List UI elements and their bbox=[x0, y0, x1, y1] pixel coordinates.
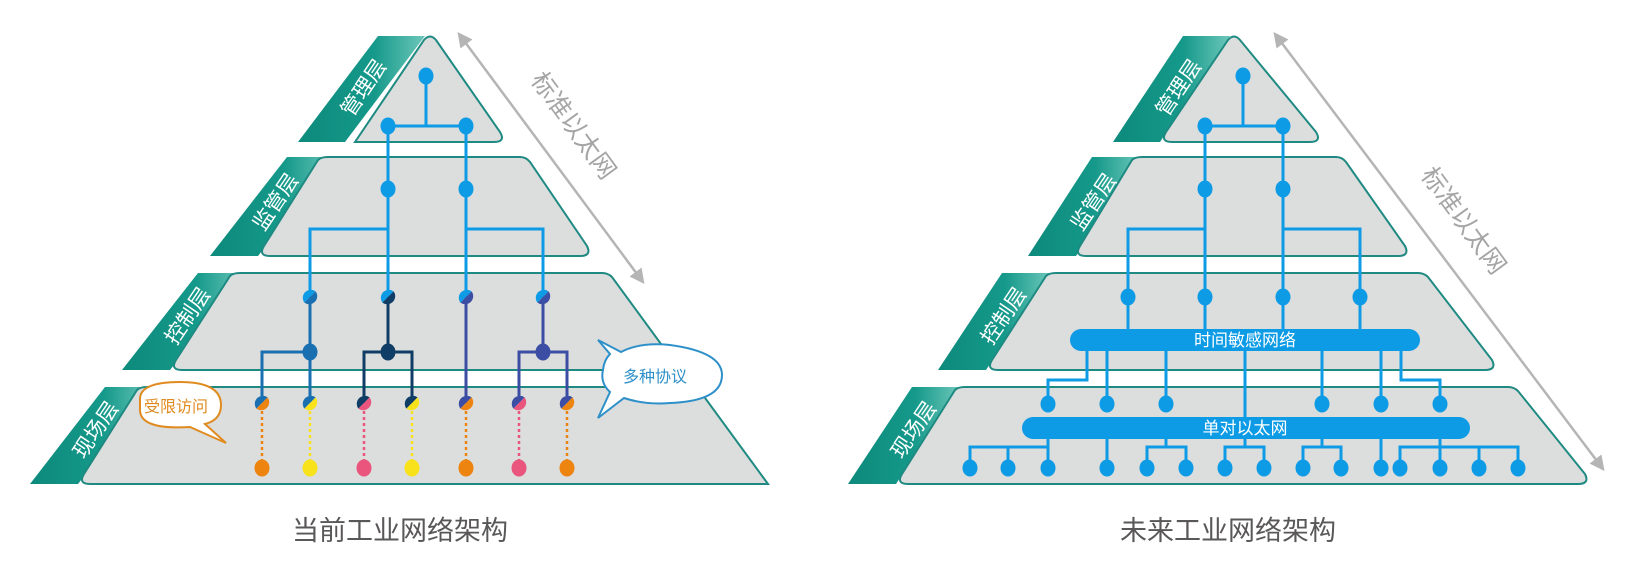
control-gateway-node bbox=[380, 289, 396, 305]
bubble-protocols-text: 多种协议 bbox=[623, 367, 687, 386]
bubble-restricted-text: 受限访问 bbox=[144, 397, 208, 416]
supervisory-node bbox=[458, 180, 474, 198]
end-device-node bbox=[1392, 459, 1408, 477]
end-device-node bbox=[962, 459, 978, 477]
future-architecture-diagram: 管理层 监管层 控制层 现场层 时间敏感网络 bbox=[848, 32, 1605, 547]
control-gateway-node bbox=[302, 289, 318, 305]
end-device-node bbox=[1217, 459, 1233, 477]
field-device-node bbox=[458, 459, 474, 477]
control-node bbox=[535, 343, 551, 361]
tab-management bbox=[298, 36, 425, 142]
management-node bbox=[458, 117, 474, 135]
end-device-node bbox=[1178, 459, 1194, 477]
end-device-node bbox=[1373, 459, 1389, 477]
field-device-node bbox=[404, 459, 420, 477]
control-node bbox=[380, 343, 396, 361]
management-node bbox=[1235, 67, 1251, 85]
bubble-restricted-access: 受限访问 bbox=[139, 380, 227, 444]
supervisory-node bbox=[1275, 180, 1291, 198]
management-node bbox=[1275, 117, 1291, 135]
ethernet-label: 标准以太网 bbox=[1415, 161, 1512, 279]
tab-field bbox=[30, 387, 153, 484]
control-node bbox=[1120, 288, 1136, 306]
layer-control bbox=[173, 272, 682, 371]
control-node bbox=[1275, 288, 1291, 306]
control-node bbox=[302, 343, 318, 361]
end-device-node bbox=[1510, 459, 1526, 477]
field-switch-node bbox=[1432, 395, 1448, 413]
field-protocol-node bbox=[404, 395, 420, 411]
tab-control bbox=[938, 273, 1050, 370]
field-device-node bbox=[511, 459, 527, 477]
single-pair-ethernet-bar: 单对以太网 bbox=[1022, 417, 1470, 439]
field-switch-node bbox=[1314, 395, 1330, 413]
supervisory-node bbox=[1197, 180, 1213, 198]
ethernet-scope-arrow bbox=[1273, 32, 1605, 471]
spe-bar-label: 单对以太网 bbox=[1203, 419, 1288, 439]
end-device-node bbox=[1295, 459, 1311, 477]
field-device-node bbox=[356, 459, 372, 477]
tab-supervisory bbox=[1028, 157, 1140, 256]
end-device-node bbox=[1040, 459, 1056, 477]
management-node bbox=[418, 67, 434, 85]
field-protocol-node bbox=[559, 395, 575, 411]
bubble-multiple-protocols: 多种协议 bbox=[597, 339, 724, 419]
end-device-node bbox=[1471, 459, 1487, 477]
field-device-node bbox=[254, 459, 270, 477]
field-switch-node bbox=[1099, 395, 1115, 413]
layer-tabs bbox=[30, 36, 425, 484]
end-device-node bbox=[1256, 459, 1272, 477]
field-switch-node bbox=[1158, 395, 1174, 413]
field-protocol-node bbox=[254, 395, 270, 411]
field-switch-node bbox=[1040, 395, 1056, 413]
end-device-node bbox=[1333, 459, 1349, 477]
layer-control bbox=[989, 272, 1495, 371]
control-gateway-node bbox=[535, 289, 551, 305]
current-architecture-diagram: 管理层 监管层 控制层 现场层 受限访问 多种协议 bbox=[30, 31, 770, 547]
control-gateway-node bbox=[458, 289, 474, 305]
field-switch-node bbox=[1373, 395, 1389, 413]
field-protocol-node bbox=[302, 395, 318, 411]
ethernet-scope-arrow bbox=[457, 31, 645, 285]
caption-current: 当前工业网络架构 bbox=[292, 516, 508, 547]
ethernet-label: 标准以太网 bbox=[525, 66, 622, 184]
field-device-node bbox=[559, 459, 575, 477]
management-node bbox=[380, 117, 396, 135]
layer-tabs bbox=[848, 36, 1230, 484]
control-node bbox=[1352, 288, 1368, 306]
end-device-node bbox=[1000, 459, 1016, 477]
supervisory-node bbox=[380, 180, 396, 198]
management-node bbox=[1197, 117, 1213, 135]
tab-field bbox=[848, 387, 960, 484]
tab-management bbox=[1113, 36, 1230, 142]
end-device-node bbox=[1099, 459, 1115, 477]
caption-future: 未来工业网络架构 bbox=[1120, 516, 1336, 547]
field-protocol-node bbox=[356, 395, 372, 411]
tab-control bbox=[122, 273, 246, 370]
field-device-node bbox=[302, 459, 318, 477]
control-node bbox=[1197, 288, 1213, 306]
end-device-node bbox=[1139, 459, 1155, 477]
field-protocol-node bbox=[511, 395, 527, 411]
end-device-node bbox=[1432, 459, 1448, 477]
field-protocol-node bbox=[458, 395, 474, 411]
tsn-bar-label: 时间敏感网络 bbox=[1194, 331, 1296, 351]
tsn-network-bar: 时间敏感网络 bbox=[1070, 329, 1420, 351]
